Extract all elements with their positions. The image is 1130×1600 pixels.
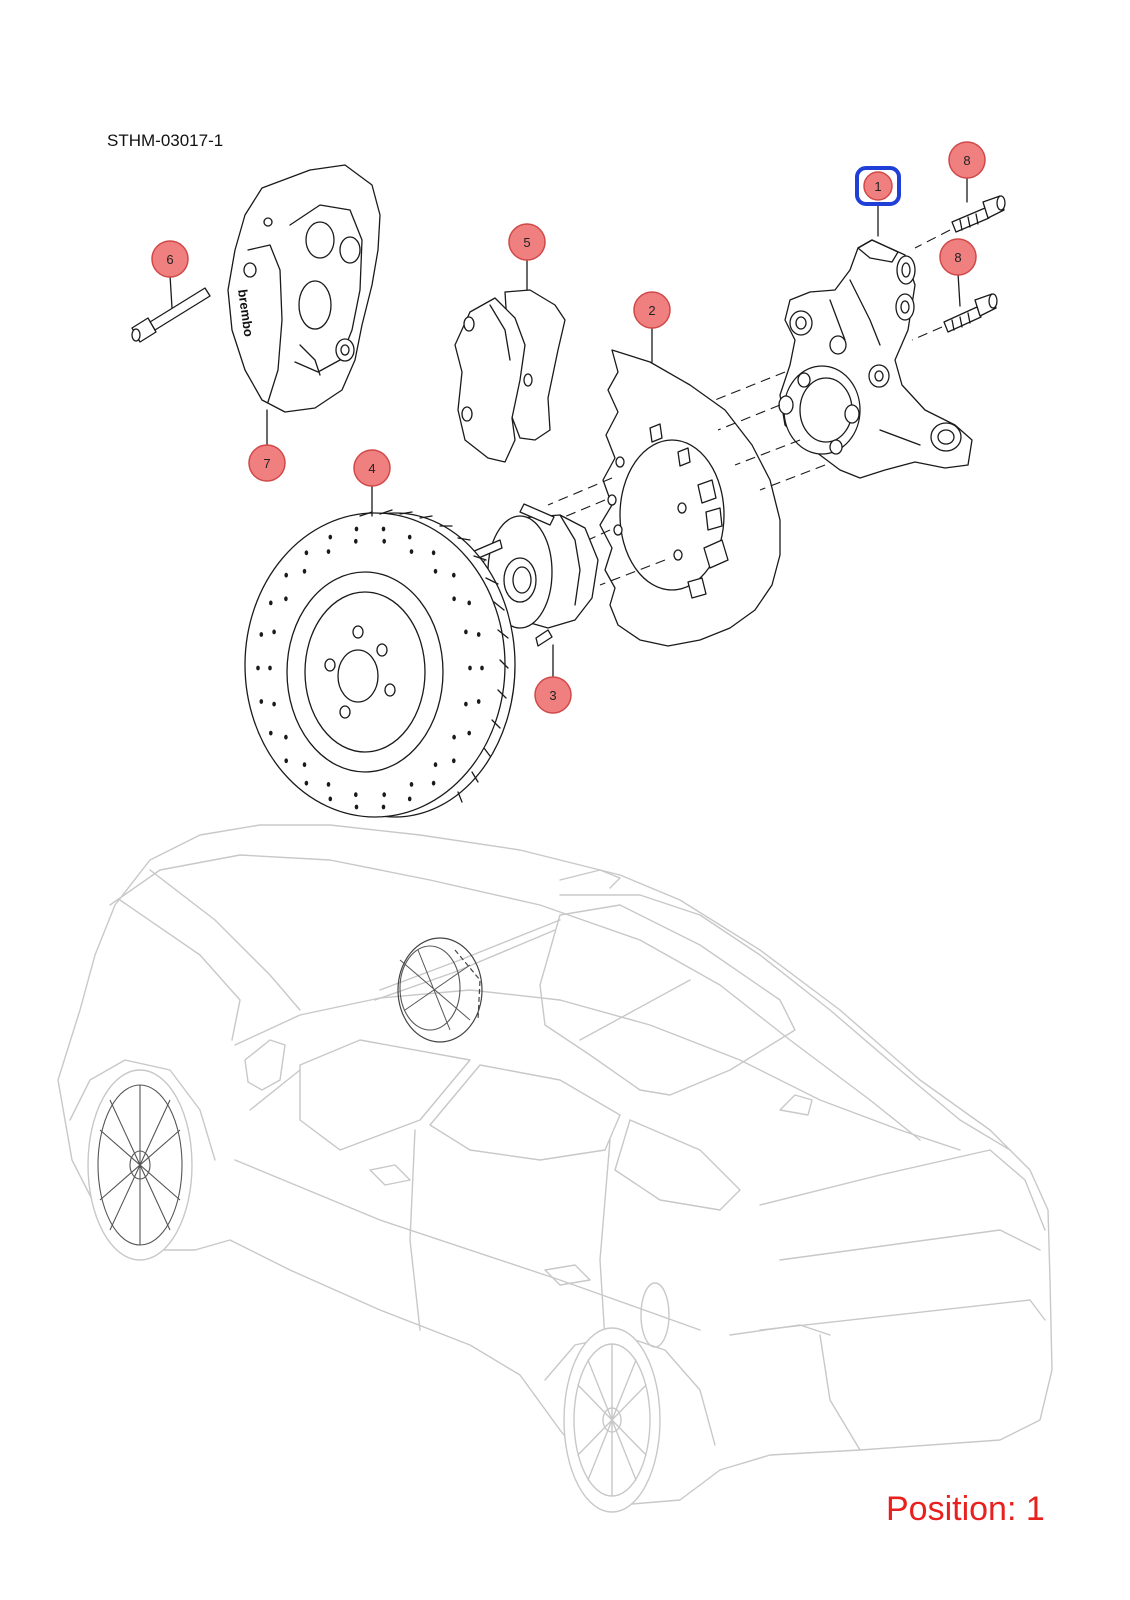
callout-3-label: 3 <box>549 688 556 703</box>
steering-knuckle[interactable] <box>778 239 973 479</box>
callout-5-label: 5 <box>523 235 530 250</box>
vehicle-brake-location <box>397 937 483 1043</box>
brake-pads[interactable] <box>454 289 566 463</box>
disc-drill-holes <box>256 526 484 810</box>
callout-2-label: 2 <box>648 303 655 318</box>
caliper-logo-text: brembo <box>235 288 256 337</box>
brake-disc[interactable] <box>244 509 516 818</box>
knuckle-bolt-upper[interactable] <box>951 195 1006 233</box>
callout-4[interactable]: 4 <box>353 449 391 487</box>
vehicle-front-wheel <box>87 1069 193 1261</box>
callout-6[interactable]: 6 <box>151 240 189 278</box>
callout-leaders <box>169 175 968 681</box>
brake-caliper[interactable]: brembo <box>227 164 381 413</box>
vehicle-outline <box>57 824 1053 1506</box>
caliper-bolt[interactable] <box>131 287 211 343</box>
callout-8-upper[interactable]: 8 <box>948 141 986 179</box>
callout-8-upper-label: 8 <box>963 153 970 168</box>
callout-8-lower-label: 8 <box>954 250 961 265</box>
position-label: Position: 1 <box>886 1490 1045 1528</box>
callout-1[interactable]: 1 <box>855 166 901 206</box>
callout-4-label: 4 <box>368 461 375 476</box>
callout-1-label: 1 <box>874 179 881 194</box>
callout-2[interactable]: 2 <box>633 291 671 329</box>
document-id: STHM-03017-1 <box>107 131 224 150</box>
callout-7-label: 7 <box>263 456 270 471</box>
callout-3[interactable]: 3 <box>534 676 572 714</box>
knuckle-bolt-lower[interactable] <box>943 293 998 333</box>
callout-5[interactable]: 5 <box>508 223 546 261</box>
callout-7[interactable]: 7 <box>248 444 286 482</box>
callout-8-lower[interactable]: 8 <box>939 238 977 276</box>
callout-6-label: 6 <box>166 252 173 267</box>
dust-shield[interactable] <box>599 349 781 647</box>
vehicle-rear-wheel <box>563 1327 661 1513</box>
